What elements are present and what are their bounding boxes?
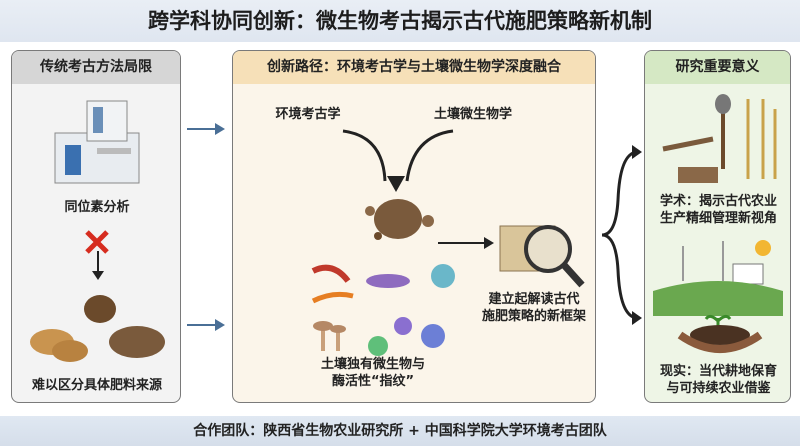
branch-arrows-icon xyxy=(601,145,642,325)
new-framework-label-line1: 建立起解读古代 xyxy=(488,292,580,307)
converging-arrows-icon xyxy=(342,129,454,192)
isotope-analysis-label: 同位素分析 xyxy=(64,200,130,215)
soil-microbiology-label: 土壤微生物学 xyxy=(433,107,512,122)
microbe-fingerprint-label-line1: 土壤独有微生物与 xyxy=(320,357,425,372)
research-significance-panel: 研究重要意义 学术：揭示古代农业 生产精细管理新视角 现实：当代耕地保育 与可持… xyxy=(644,50,791,403)
panel-header: 研究重要意义 xyxy=(645,51,790,84)
new-framework-label-line2: 施肥策略的新框架 xyxy=(481,309,586,324)
academic-significance-line2: 生产精细管理新视角 xyxy=(659,211,777,226)
microbes-icon xyxy=(311,264,455,356)
fertilizer-source-limitation: 难以区分具体肥料来源 xyxy=(31,378,162,393)
down-arrow-icon xyxy=(92,251,104,280)
page-title: 跨学科协同创新：微生物考古揭示古代施肥策略新机制 xyxy=(0,0,800,42)
practical-significance-line2: 与可持续农业借鉴 xyxy=(666,381,771,396)
academic-significance-line1: 学术：揭示古代农业 xyxy=(659,194,777,209)
arrow-right-icon xyxy=(187,319,225,331)
innovation-path-panel: 创新路径：环境考古学与土壤微生物学深度融合 环境考古学 土壤微生物学 土壤独有微… xyxy=(232,50,596,403)
panel-header: 传统考古方法局限 xyxy=(12,51,180,84)
soil-clump-icon xyxy=(365,199,434,240)
magnifier-field-icon xyxy=(499,225,585,288)
environmental-archaeology-label: 环境考古学 xyxy=(275,107,341,122)
arrow-right-icon xyxy=(187,123,225,135)
sustainable-farm-icon xyxy=(653,240,783,316)
collaboration-team-footer: 合作团队：陕西省生物农业研究所 + 中国科学院大学环境考古团队 xyxy=(0,416,800,446)
microbe-fingerprint-label-line2: 酶活性“指纹” xyxy=(331,374,415,389)
practical-significance-line1: 现实：当代耕地保育 xyxy=(659,364,777,379)
ancient-farming-tools-icon xyxy=(662,94,777,183)
manure-icon xyxy=(30,295,165,362)
panel-header: 创新路径：环境考古学与土壤微生物学深度融合 xyxy=(233,51,595,84)
soil-in-hands-icon xyxy=(677,314,763,353)
mass-spectrometer-icon xyxy=(54,100,140,184)
cross-icon xyxy=(85,230,109,254)
arrow-right-icon xyxy=(438,237,494,249)
traditional-methods-panel: 传统考古方法局限 同位素分析 难以区分具体肥料来源 xyxy=(11,50,181,403)
